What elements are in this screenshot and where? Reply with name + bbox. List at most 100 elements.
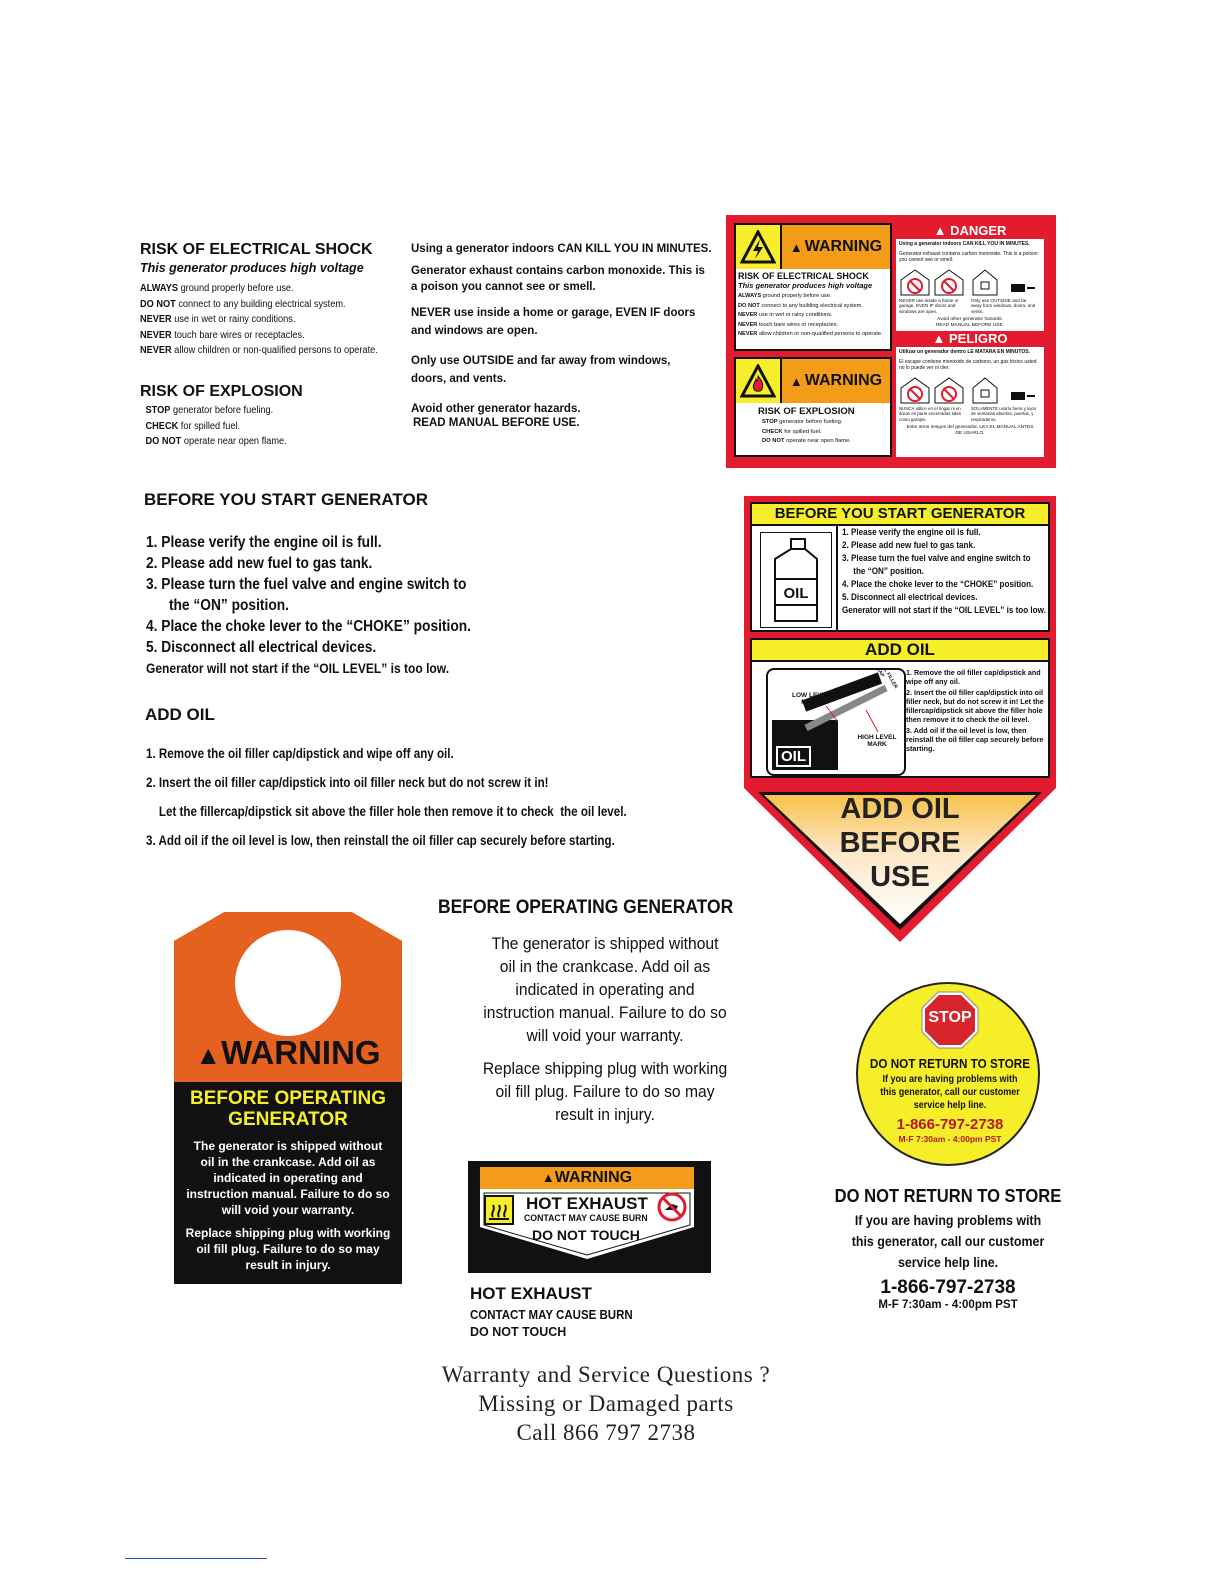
before-start-decal: BEFORE YOU START GENERATOR OIL 1. Please…: [744, 496, 1056, 786]
decal-elec-title: RISK OF ELECTRICAL SHOCK: [738, 271, 869, 281]
electrical-shock-subtitle: This generator produces high voltage: [140, 261, 364, 275]
hot-sub: CONTACT MAY CAUSE BURN: [524, 1213, 648, 1224]
rule-line: CHECK for spilled fuel.: [145, 420, 241, 432]
arrow-sign-text: ADD OIL BEFORE USE: [839, 793, 961, 893]
do-not-return-text: DO NOT RETURN TO STORE If you are having…: [820, 1186, 1076, 1311]
warning-label-1: ▲WARNING: [782, 225, 890, 269]
add-oil-title: ADD OIL: [145, 705, 215, 724]
danger-footer: Avoid other generator hazards.READ MANUA…: [935, 317, 1005, 329]
do-not-return-sticker: STOP DO NOT RETURN TO STORE If you are h…: [856, 982, 1040, 1166]
no-indoor-icon: [900, 268, 964, 295]
footer-line-1: Warranty and Service Questions ?: [441, 1362, 771, 1387]
stop-label: STOP: [928, 1009, 972, 1026]
decal-elec-rules: ALWAYS ground properly before use. DO NO…: [738, 293, 883, 337]
hot-touch: DO NOT TOUCH: [532, 1227, 640, 1243]
rule-line: DO NOT connect to any building electrica…: [140, 298, 346, 310]
decal-elec-subtitle: This generator produces high voltage: [738, 281, 873, 290]
hot-text-sub: CONTACT MAY CAUSE BURN: [470, 1308, 633, 1322]
explosion-warning-panel: ▲WARNING RISK OF EXPLOSION STOP generato…: [734, 357, 892, 457]
peligro-bar: ▲ PELIGRO: [896, 331, 1044, 348]
danger-captions: NEVER use inside a home or garage, EVEN …: [899, 297, 1036, 314]
add-oil-arrow-sign: ADD OIL BEFORE USE: [744, 784, 1056, 944]
sticker-hours: M-F 7:30am - 4:00pm PST: [898, 1134, 1002, 1144]
rule-line: NEVER use in wet or rainy conditions.: [140, 314, 296, 325]
add-oil-list: 1. Remove the oil filler cap/dipstick an…: [146, 739, 662, 855]
list-item: the “ON” position.: [146, 597, 289, 614]
start-panel: BEFORE YOU START GENERATOR OIL 1. Please…: [750, 502, 1050, 632]
footnote-rule: [125, 1558, 267, 1559]
warning-header: ▲WARNING: [736, 359, 890, 403]
footer-line-3: Call 866 797 2738: [516, 1420, 696, 1445]
store-title: DO NOT RETURN TO STORE: [834, 1186, 1062, 1206]
list-item: 2. Insert the oil filler cap/dipstick in…: [146, 775, 549, 790]
sticker-phone: 1-866-797-2738: [896, 1116, 1004, 1133]
danger-panel: ▲ DANGER Using a generator indoors CAN K…: [896, 223, 1044, 457]
add-oil-panel: ADD OIL LOW LEVEL MARK HIGH LEVEL MARK O…: [750, 638, 1050, 778]
hot-text-touch: DO NOT TOUCH: [470, 1325, 567, 1339]
list-item: 5. Disconnect all electrical devices.: [146, 639, 377, 656]
indoor-warning-text: Using a generator indoors CAN KILL YOU I…: [411, 241, 712, 431]
lightning-icon: [736, 225, 782, 269]
hot-text-title: HOT EXHAUST: [470, 1284, 592, 1303]
footer-line-2: Missing or Damaged parts: [478, 1391, 734, 1416]
rule-line: NEVER allow children or non-qualified pe…: [140, 345, 378, 356]
tag-warning-label: ▲WARNING: [195, 1034, 381, 1071]
decal-explosion-rules: STOP generator before fueling. CHECK for…: [762, 419, 851, 444]
dipstick-diagram: LOW LEVEL MARK HIGH LEVEL MARK OIL FILLE…: [766, 668, 906, 776]
rule-line: DO NOT operate near open flame.: [145, 436, 287, 447]
oil-label: OIL: [783, 585, 809, 602]
indoor-p5a: Avoid other generator hazards.: [411, 403, 581, 415]
rule-line: STOP generator before fueling.: [145, 405, 274, 416]
electrical-rules: ALWAYS ground properly before use. DO NO…: [140, 281, 379, 359]
indoor-p4a: Only use OUTSIDE and far away from windo…: [411, 355, 671, 367]
indoor-p3a: NEVER use inside a home or garage, EVEN …: [411, 307, 696, 319]
hot-exhaust-sign: ▲WARNING HOT EXHAUST CONTACT MAY CAUSE B…: [468, 1161, 711, 1273]
hot-warning-bar: ▲WARNING: [480, 1167, 694, 1189]
danger-en-text: Using a generator indoors CAN KILL YOU I…: [899, 241, 1038, 263]
before-operating-title: BEFORE OPERATING GENERATOR: [438, 897, 734, 918]
before-start-title: BEFORE YOU START GENERATOR: [144, 490, 428, 509]
list-item: 1. Please verify the engine oil is full.: [146, 534, 382, 551]
list-item: 3. Please turn the fuel valve and engine…: [146, 576, 467, 593]
outside-only-icon: [972, 377, 1035, 404]
warning-header: ▲WARNING: [736, 225, 890, 269]
list-item: 3. Add oil if the oil level is low, then…: [146, 833, 615, 848]
heat-icon: [484, 1195, 514, 1225]
list-item: Generator will not start if the “OIL LEV…: [146, 660, 450, 676]
no-indoor-icon: [900, 377, 964, 404]
indoor-p5b: READ MANUAL BEFORE USE.: [413, 417, 580, 429]
list-item: 4. Place the choke lever to the “CHOKE” …: [146, 618, 471, 635]
oil-sump-label: OIL: [776, 746, 811, 767]
tag-hole: [235, 930, 341, 1036]
list-item: Let the fillercap/dipstick sit above the…: [146, 804, 627, 819]
peligro-pictograms: [896, 374, 1044, 406]
fire-icon: [736, 359, 782, 403]
indoor-p2a: Generator exhaust contains carbon monoxi…: [411, 265, 705, 277]
no-touch-icon: [656, 1191, 688, 1223]
hot-title: HOT EXHAUST: [526, 1194, 648, 1213]
rule-line: ALWAYS ground properly before use.: [140, 283, 294, 294]
add-oil-panel-title: ADD OIL: [752, 640, 1048, 662]
peligro-footer: Evite otros riesgos del generador, LEA E…: [906, 425, 1034, 436]
hot-white-arrow: [480, 1189, 694, 1261]
indoor-p1: Using a generator indoors CAN KILL YOU I…: [411, 243, 712, 255]
danger-bar: ▲ DANGER: [896, 223, 1044, 239]
explosion-rules: STOP generator before fueling. CHECK for…: [140, 403, 290, 450]
start-panel-title: BEFORE YOU START GENERATOR: [752, 504, 1048, 526]
footer-contact: Warranty and Service Questions ? Missing…: [300, 1360, 912, 1447]
warning-label-2: ▲WARNING: [782, 359, 890, 403]
electrical-shock-title: RISK OF ELECTRICAL SHOCK: [140, 241, 373, 258]
outside-only-icon: [972, 268, 1035, 295]
oil-bottle-icon: OIL: [760, 532, 832, 628]
indoor-p3b: and windows are open.: [411, 325, 538, 337]
hot-exhaust-text: HOT EXHAUST CONTACT MAY CAUSE BURN DO NO…: [470, 1284, 647, 1339]
start-panel-list: 1. Please verify the engine oil is full.…: [836, 526, 1052, 630]
electrical-shock-block: RISK OF ELECTRICAL SHOCK This generator …: [140, 241, 400, 359]
danger-pictograms: [896, 266, 1044, 298]
